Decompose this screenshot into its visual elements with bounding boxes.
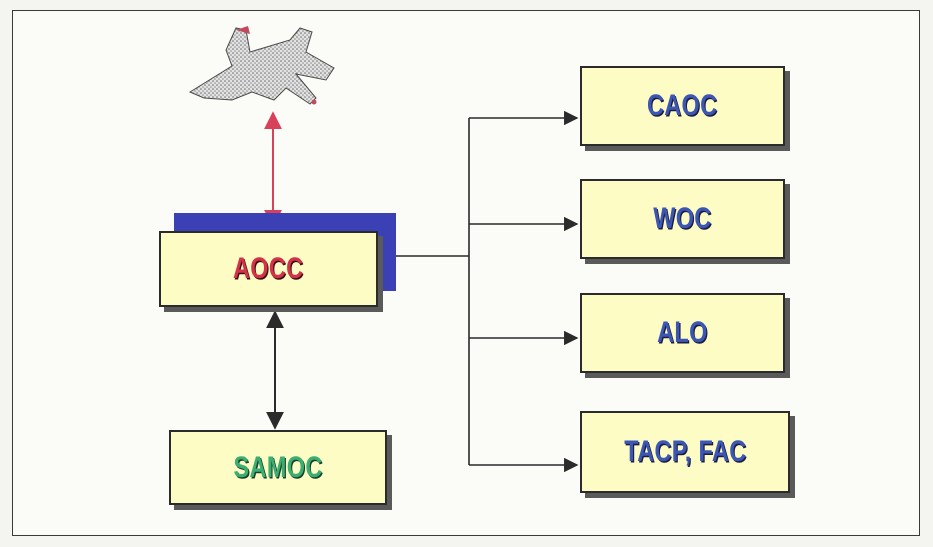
- caoc-node: CAOC: [580, 66, 785, 146]
- samoc-label: SAMOC: [233, 450, 323, 484]
- fighter-jet-icon: [188, 26, 335, 105]
- alo-node: ALO: [580, 293, 785, 373]
- aocc-label: AOCC: [233, 252, 304, 285]
- caoc-label: CAOC: [647, 89, 718, 122]
- samoc-node: SAMOC: [169, 430, 387, 505]
- woc-node: WOC: [580, 179, 785, 259]
- woc-label: WOC: [653, 202, 712, 235]
- alo-label: ALO: [657, 316, 708, 349]
- tacp-fac-label: TACP, FAC: [623, 435, 747, 468]
- aocc-node: AOCC: [159, 231, 378, 307]
- tacp-fac-node: TACP, FAC: [580, 411, 790, 493]
